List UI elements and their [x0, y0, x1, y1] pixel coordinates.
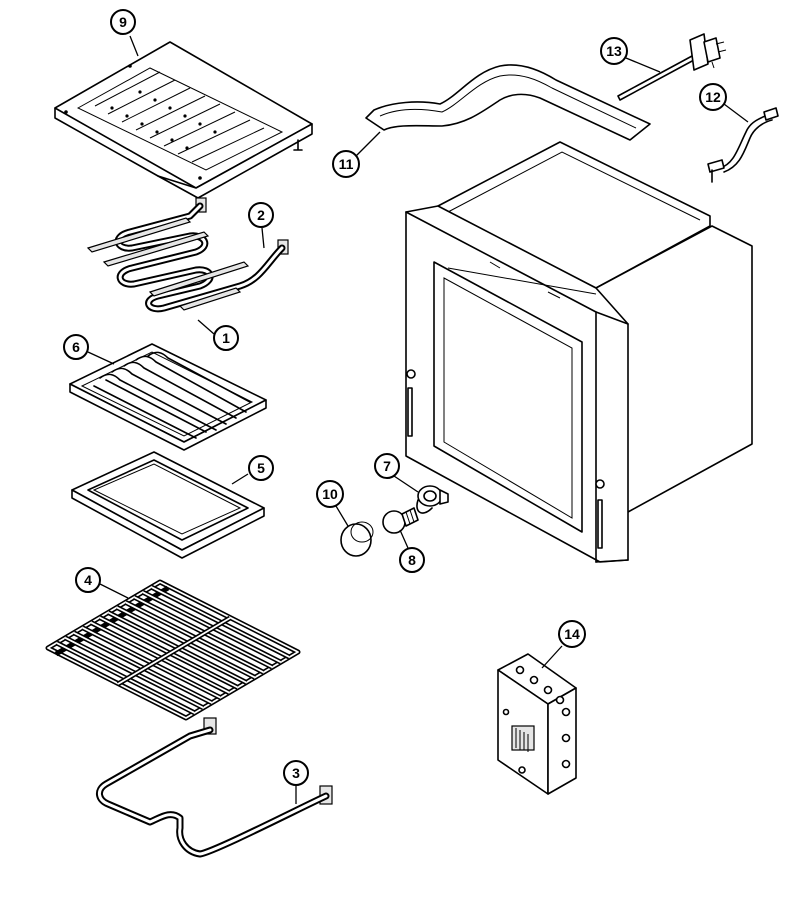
callout-4: 4 [75, 567, 129, 599]
broiler-pan-part [71, 451, 265, 559]
oven-light-socket-part [416, 485, 449, 514]
callout-11: 11 [332, 131, 381, 178]
oven-rack-part [45, 579, 301, 721]
callout-5-label: 5 [257, 460, 265, 476]
vent-duct-part [365, 64, 651, 141]
light-lens-part [340, 521, 374, 557]
callout-10-label: 10 [322, 486, 338, 502]
callout-2: 2 [248, 202, 274, 249]
terminal-box-part [497, 653, 577, 795]
callout-9: 9 [110, 9, 139, 57]
callout-3-label: 3 [292, 765, 300, 781]
broil-element-part [86, 197, 289, 313]
callout-1-label: 1 [222, 330, 230, 346]
callout-13-label: 13 [606, 43, 622, 59]
callout-10: 10 [316, 480, 349, 527]
callout-7: 7 [374, 453, 419, 493]
callout-9-label: 9 [119, 14, 127, 30]
callout-6: 6 [63, 334, 115, 365]
callout-5: 5 [231, 455, 274, 485]
temperature-sensor-part [617, 33, 727, 101]
callout-14: 14 [541, 620, 586, 669]
callout-8-label: 8 [408, 552, 416, 568]
callout-13: 13 [600, 37, 661, 73]
oven-cavity-part [405, 141, 753, 563]
callout-4-label: 4 [84, 572, 92, 588]
callout-11-label: 11 [339, 156, 354, 172]
broil-shield-part [54, 41, 313, 199]
callout-12-label: 12 [705, 89, 721, 105]
callout-6-label: 6 [72, 339, 80, 355]
callout-14-label: 14 [564, 626, 580, 642]
callout-7-label: 7 [383, 458, 391, 474]
callout-3: 3 [283, 760, 309, 804]
callout-1: 1 [197, 319, 239, 351]
door-switch-part [707, 107, 779, 183]
callout-12: 12 [699, 83, 749, 123]
callout-8: 8 [399, 529, 425, 573]
broiler-grid-part [69, 343, 267, 451]
oven-light-bulb-part [382, 507, 419, 534]
callout-2-label: 2 [257, 207, 265, 223]
bake-element-part [96, 717, 333, 858]
